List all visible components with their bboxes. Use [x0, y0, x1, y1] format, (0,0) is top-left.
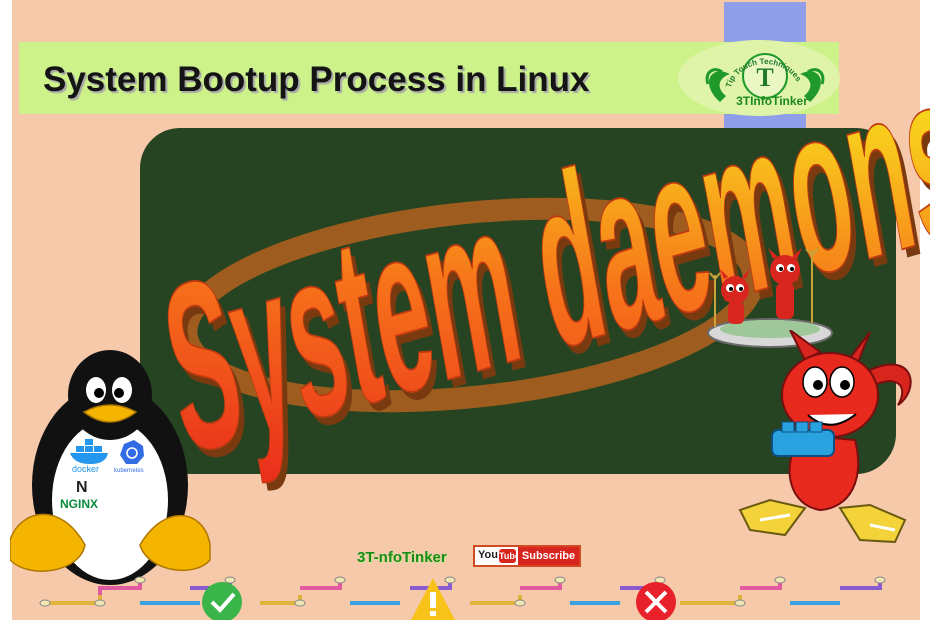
nginx-icon: N NGINX	[60, 479, 98, 511]
channel-name: 3T-nfoTinker	[357, 549, 447, 566]
page-title: System Bootup Process in Linux	[43, 60, 590, 99]
bsd-daemon-icon	[738, 330, 912, 544]
youtube-you-text: You	[478, 549, 498, 561]
halo-ring	[175, 197, 765, 413]
kubernetes-label: kubernetes	[114, 468, 144, 474]
subscribe-button[interactable]: You Tube Subscribe	[473, 545, 581, 567]
youtube-tube-text: Tube	[499, 549, 520, 563]
docker-icon: docker	[70, 439, 108, 474]
check-icon	[202, 582, 242, 620]
bsd-daemon-pair-icon	[707, 248, 833, 348]
logo-name: 3TInfoTinker	[736, 94, 808, 108]
edge-strip	[920, 0, 930, 620]
warning-icon	[411, 578, 455, 620]
kubernetes-icon: kubernetes	[114, 440, 144, 474]
bottom-connector-strip	[39, 576, 886, 620]
subscribe-label: Subscribe	[518, 547, 579, 565]
svg-text:N: N	[76, 479, 88, 496]
cross-icon	[636, 582, 676, 620]
nginx-label: NGINX	[60, 497, 98, 511]
logo-letter: T	[756, 63, 773, 92]
logo-emblem-icon: Tip Touch Techniques T	[705, 53, 825, 102]
chalkboard	[140, 128, 896, 474]
docker-label: docker	[72, 464, 99, 474]
tux-penguin-icon: docker kubernetes N NGINX	[10, 350, 211, 585]
